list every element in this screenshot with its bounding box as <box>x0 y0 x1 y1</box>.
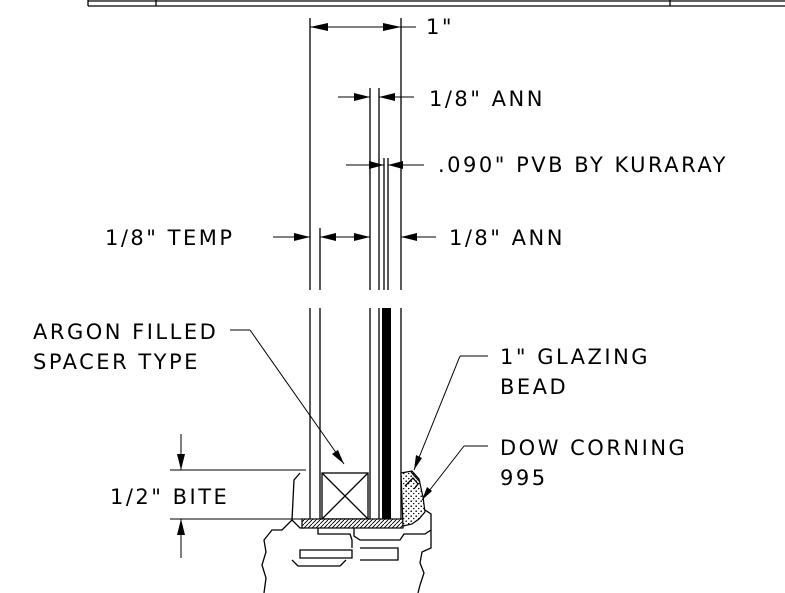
outer-laminated-lite <box>369 18 402 520</box>
label-outer-lite: 1/8" ANN <box>429 87 545 111</box>
spacer <box>321 472 369 520</box>
label-bead-line2: BEAD <box>500 375 568 399</box>
label-bead-line1: 1" GLAZING <box>500 345 650 369</box>
label-overall: 1" <box>426 15 454 39</box>
pvb-interlayer <box>382 308 391 520</box>
dim-bite <box>170 434 306 558</box>
label-spacer-line1: ARGON FILLED <box>33 320 218 344</box>
label-spacer-line2: SPACER TYPE <box>33 350 200 374</box>
inner-glass-lite <box>309 18 321 520</box>
dim-overall <box>310 23 416 31</box>
leader-sealant <box>421 445 488 501</box>
label-sealant-line2: 995 <box>500 466 548 490</box>
dim-outer-lite <box>338 93 414 101</box>
label-bite: 1/2" BITE <box>110 485 229 509</box>
leader-glazing-bead <box>413 355 488 471</box>
leader-spacer <box>230 329 345 465</box>
dim-interlayer <box>346 161 424 169</box>
label-sealant-line1: DOW CORNING <box>500 436 687 460</box>
title-block-border <box>87 0 785 7</box>
label-interlayer: .090" PVB BY KURARAY <box>438 153 728 177</box>
sill-frame <box>261 470 432 593</box>
dim-inner-lites <box>273 233 436 241</box>
label-inner-lite-left: 1/8" TEMP <box>105 226 235 250</box>
label-inner-lite-right: 1/8" ANN <box>449 226 565 250</box>
